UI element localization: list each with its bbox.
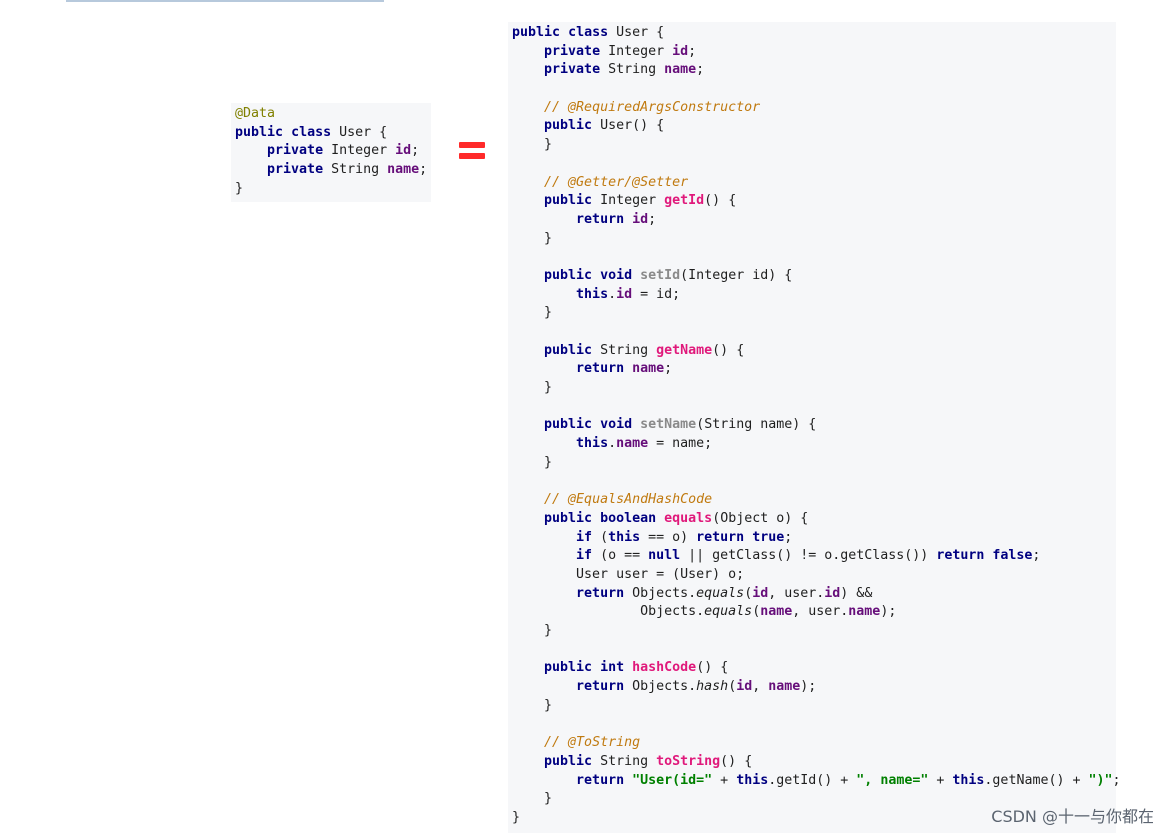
lombok-code-line: private String name;: [267, 162, 428, 178]
expanded-code-line: }: [512, 809, 521, 825]
expanded-code-line: }: [512, 380, 553, 396]
expanded-code-line: }: [512, 697, 553, 713]
expanded-code-line: return Objects.equals(id, user.id) &&: [576, 585, 873, 601]
expanded-code-line: }: [512, 230, 553, 246]
expanded-code-line: return id;: [576, 211, 657, 227]
expanded-code-line: this.name = name;: [576, 436, 713, 452]
lombok-code-block: @Data public class User { private Integer…: [231, 103, 431, 202]
lombok-code-line: public class User {: [235, 124, 388, 140]
top-divider-bar: [66, 0, 384, 2]
expanded-code-line: User user = (User) o;: [512, 566, 745, 582]
expanded-code-line: public void setId(Integer id) {: [544, 267, 793, 283]
expanded-code-line: // @Getter/@Setter: [544, 174, 689, 190]
expanded-code-line: if (o == null || getClass() != o.getClas…: [576, 548, 1041, 564]
expanded-code-line: private String name;: [544, 62, 705, 78]
expanded-code-line: [512, 155, 1116, 174]
expanded-code-line: }: [512, 454, 553, 470]
expanded-code-line: }: [512, 791, 553, 807]
lombok-code-line: @Data: [235, 106, 276, 121]
lombok-code-line: private Integer id;: [267, 143, 420, 159]
expanded-code-line: Objects.equals(name, user.name);: [512, 604, 897, 620]
expanded-code-line: public class User {: [512, 25, 665, 40]
expanded-code-line: }: [512, 623, 553, 638]
expanded-code-line: return Objects.hash(id, name);: [576, 679, 817, 695]
expanded-code-line: [512, 323, 1116, 342]
expanded-code-line: }: [512, 305, 553, 321]
expanded-code-line: [512, 473, 1116, 492]
expanded-code-line: public int hashCode() {: [544, 660, 729, 676]
expanded-code-line: public void setName(String name) {: [544, 417, 817, 433]
expanded-code-line: // @EqualsAndHashCode: [544, 492, 713, 508]
expanded-code-line: this.id = id;: [576, 286, 681, 302]
expanded-code-line: [512, 80, 1116, 99]
expanded-code-line: if (this == o) return true;: [576, 529, 793, 545]
expanded-code-line: [512, 641, 1116, 660]
equals-icon-bar: [459, 153, 485, 159]
expanded-code-line: [512, 398, 1116, 417]
watermark: CSDN @十一与你都在: [991, 807, 1154, 826]
expanded-code-line: private Integer id;: [544, 43, 697, 59]
expanded-code-line: // @ToString: [544, 735, 641, 751]
equals-icon-bar: [459, 142, 485, 148]
expanded-code-line: public String getName() {: [544, 342, 745, 358]
expanded-code-line: return "User(id=" + this.getId() + ", na…: [576, 772, 1121, 788]
expanded-code-line: public Integer getId() {: [544, 193, 737, 209]
expanded-code-line: return name;: [576, 361, 673, 377]
expanded-code-line: public boolean equals(Object o) {: [544, 510, 809, 526]
equals-icon: [459, 141, 485, 161]
expanded-code-line: // @RequiredArgsConstructor: [544, 99, 761, 115]
expanded-code-line: public User() {: [544, 118, 665, 134]
expanded-code-line: public String toString() {: [544, 753, 753, 769]
expanded-code-line: [512, 248, 1116, 267]
expanded-java-code-block: public class User { private Integer id; …: [508, 22, 1121, 833]
lombok-code-line: }: [235, 180, 244, 196]
expanded-code-line: [512, 715, 1116, 734]
expanded-code-line: }: [512, 137, 553, 153]
